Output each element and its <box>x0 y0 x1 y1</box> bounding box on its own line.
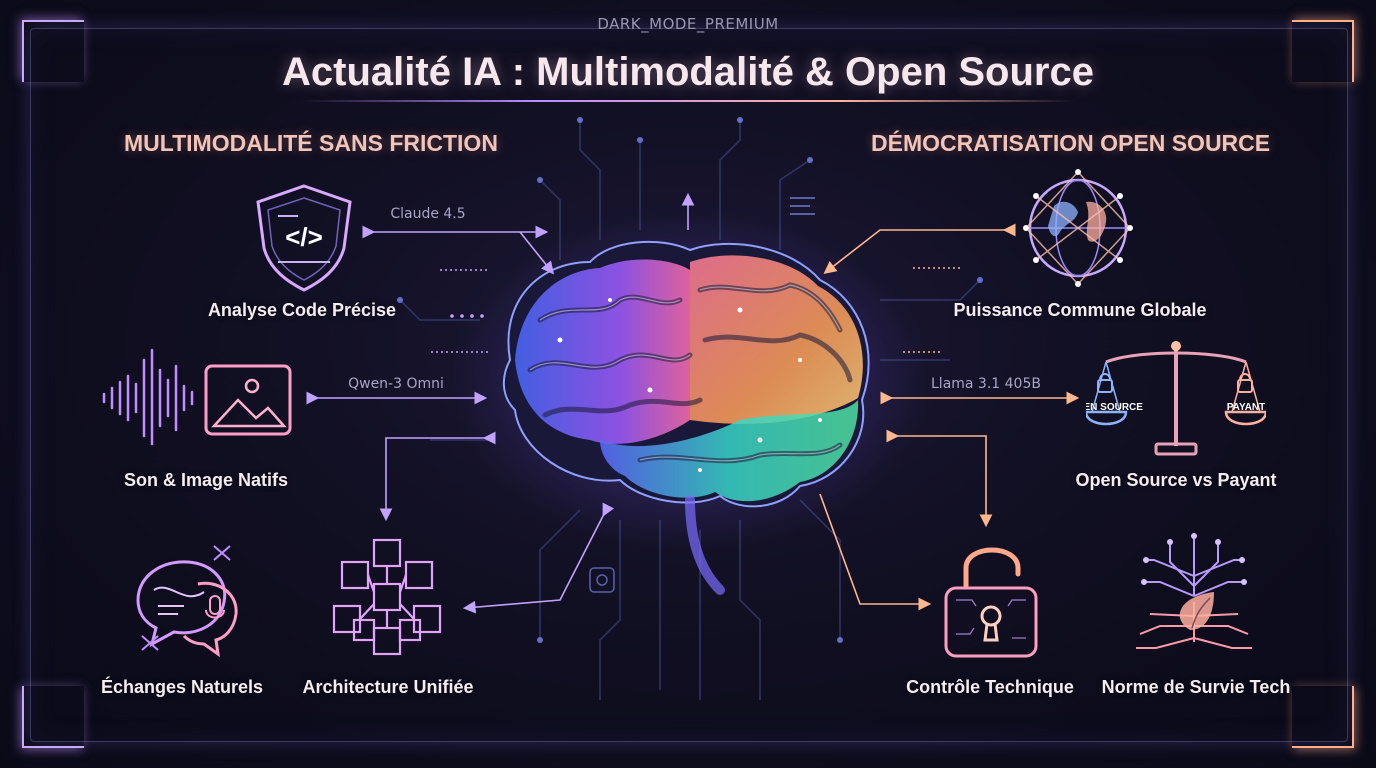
label-global-power: Puissance Commune Globale <box>953 300 1207 320</box>
title-divider <box>300 100 1076 102</box>
frame-corner <box>22 20 84 82</box>
circuit-tree-icon <box>1136 533 1252 649</box>
label-exchanges: Échanges Naturels <box>100 677 264 697</box>
right-section-title: DÉMOCRATISATION OPEN SOURCE <box>871 130 1271 156</box>
left-section-title: MULTIMODALITÉ SANS FRICTION <box>124 130 498 156</box>
scale-label-open-source: OPEN SOURCE <box>1086 402 1143 413</box>
audio-image-icon <box>102 348 292 446</box>
label-architecture: Architecture Unifiée <box>302 677 474 697</box>
chat-bubbles-icon <box>136 545 238 658</box>
label-control: Contrôle Technique <box>906 677 1074 697</box>
model-label-qwen: Qwen-3 Omni <box>348 376 444 392</box>
scale-label-payant: PAYANT <box>1227 402 1266 413</box>
model-label-claude: Claude 4.5 <box>390 206 466 222</box>
page-title: Actualité IA : Multimodalité & Open Sour… <box>282 50 1094 94</box>
cubes-architecture-icon <box>332 538 442 656</box>
frame-corner <box>1292 20 1354 82</box>
brain-icon <box>502 240 870 595</box>
outer-frame <box>30 28 1348 742</box>
shield-code-icon: </> <box>256 184 352 292</box>
model-label-llama: Llama 3.1 405B <box>931 376 1041 392</box>
svg-text:</>: </> <box>285 222 323 252</box>
frame-corner <box>1292 686 1354 748</box>
frame-corner <box>22 686 84 748</box>
unlocked-padlock-icon <box>944 547 1038 658</box>
label-survival: Norme de Survie Tech <box>1101 677 1291 697</box>
balance-scale-icon: OPEN SOURCE PAYANT <box>1086 341 1266 456</box>
label-audio-image: Son & Image Natifs <box>123 470 289 490</box>
label-code-analysis: Analyse Code Précise <box>207 300 397 320</box>
label-open-vs-paid: Open Source vs Payant <box>1075 470 1277 490</box>
theme-tag: DARK_MODE_PREMIUM <box>597 15 779 33</box>
globe-network-icon <box>1023 169 1133 287</box>
